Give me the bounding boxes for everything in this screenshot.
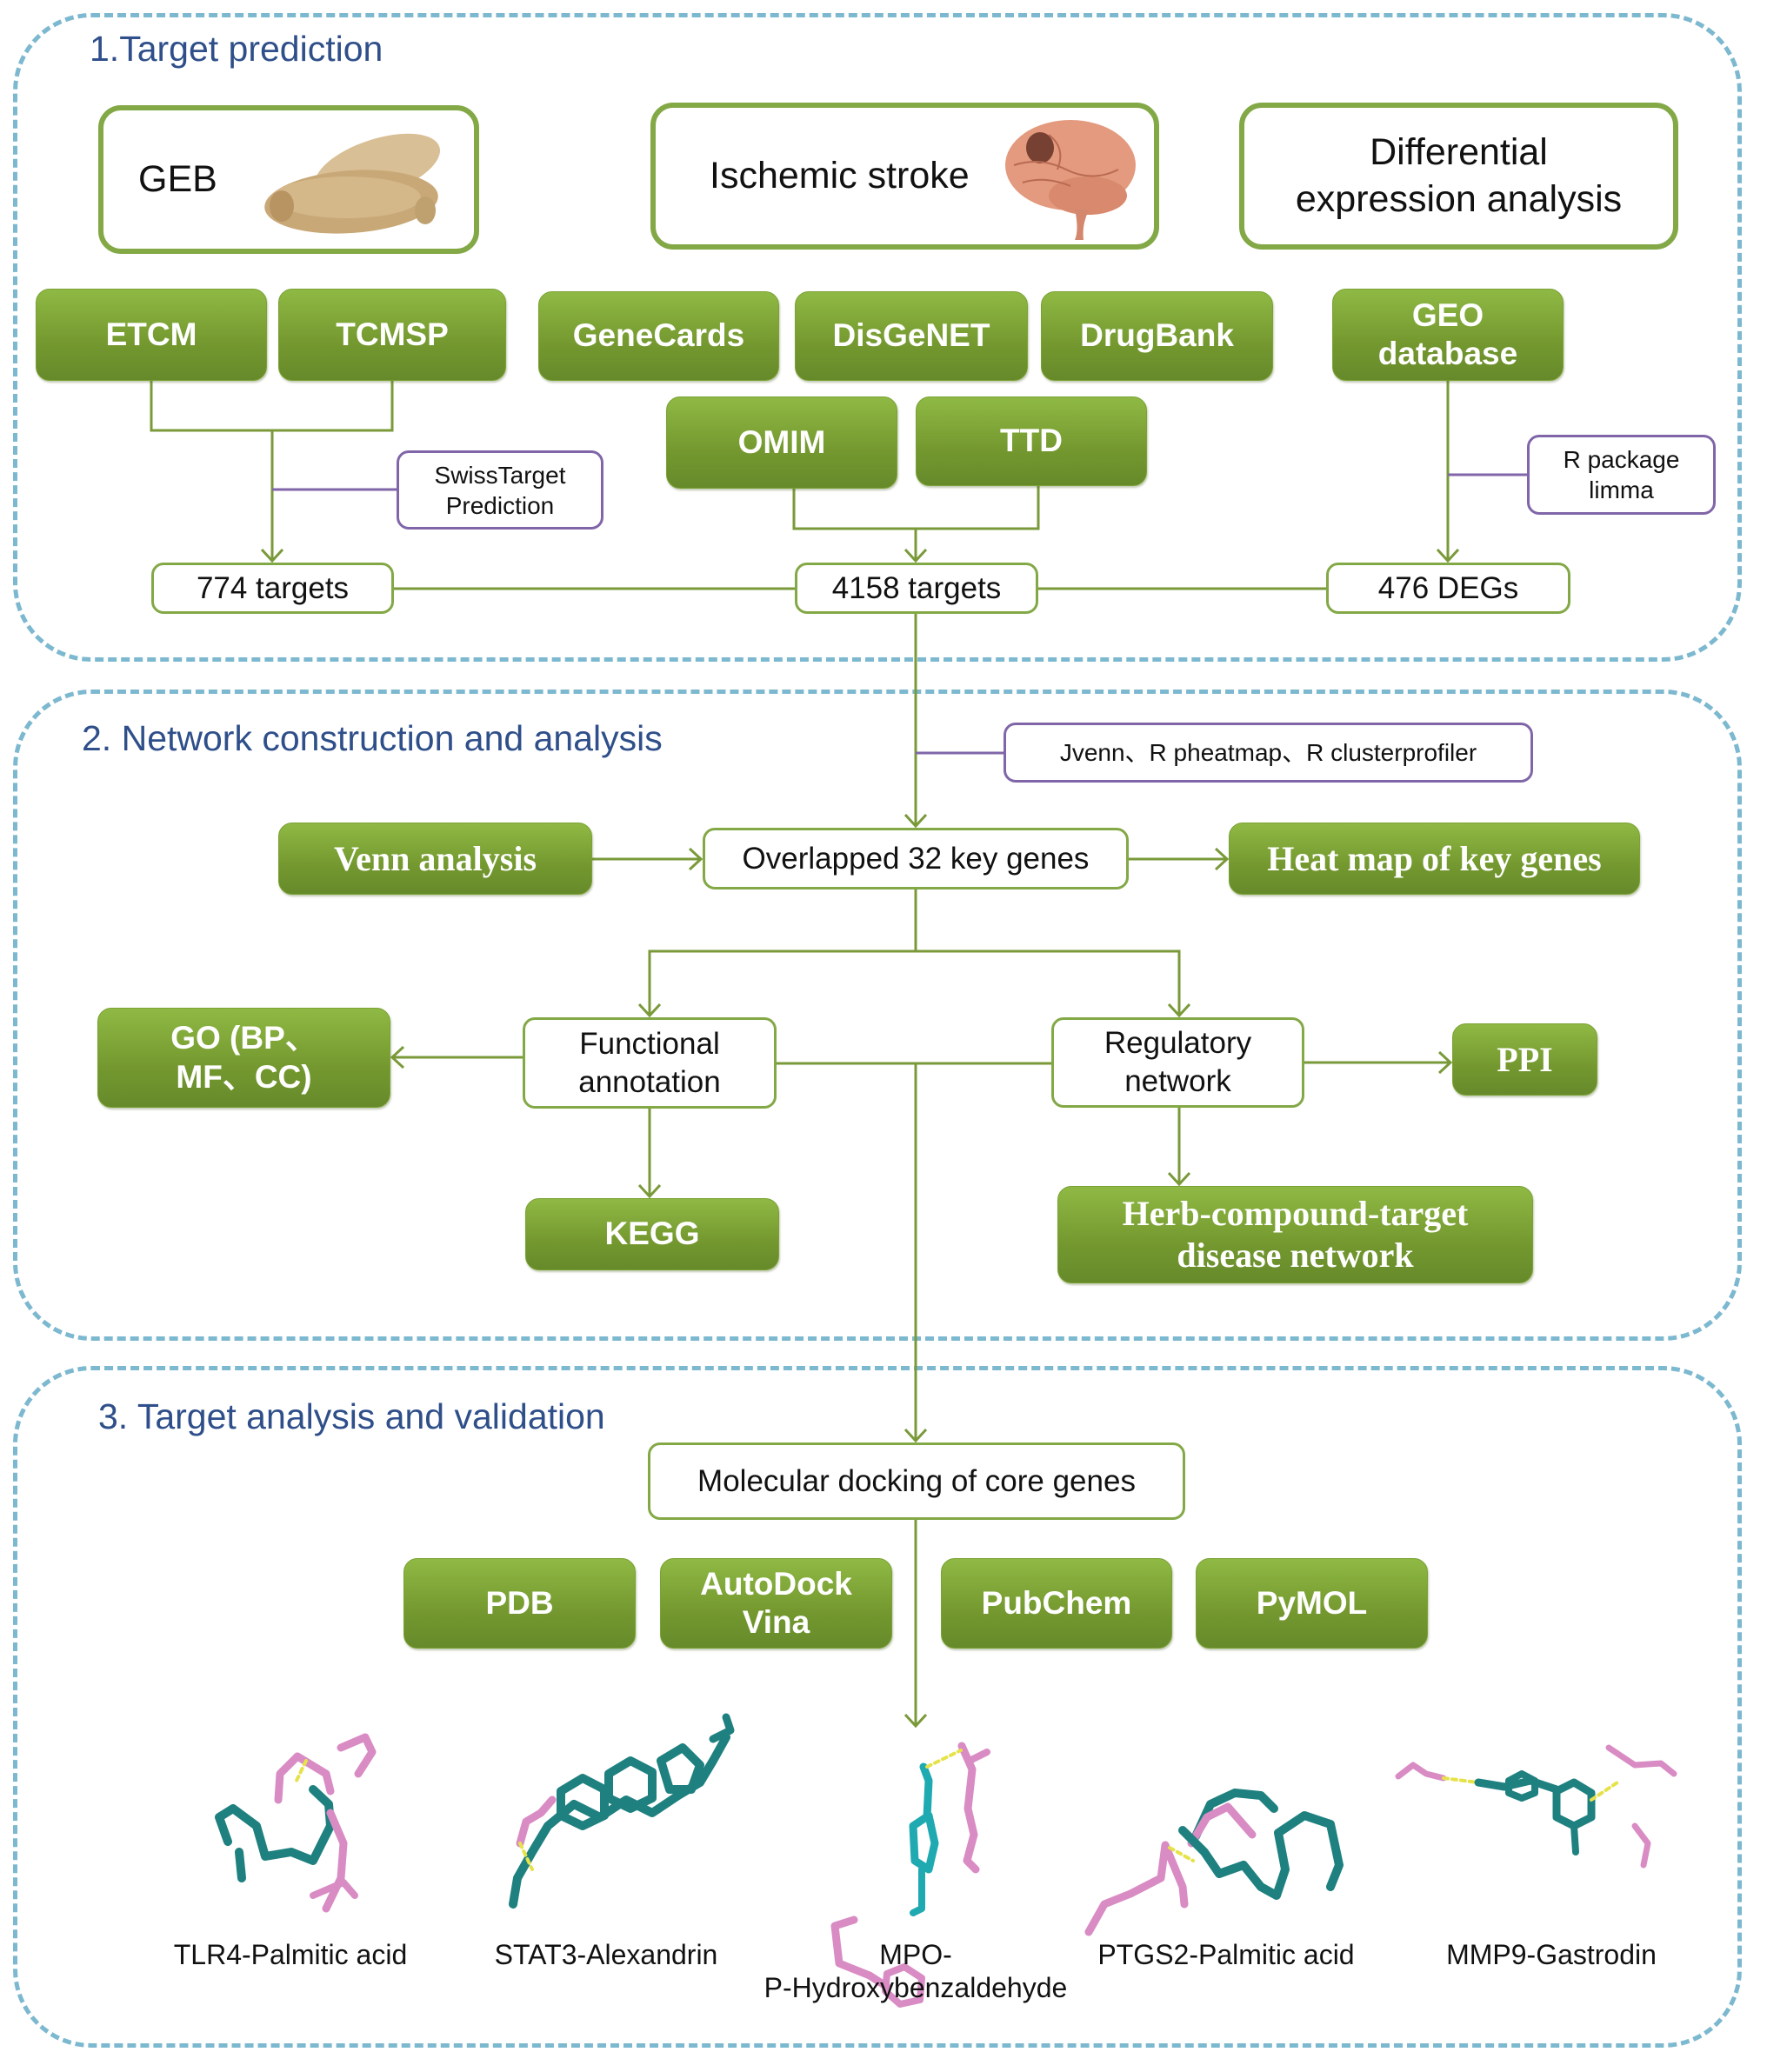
db-etcm: ETCM (36, 289, 267, 381)
step-ppi: PPI (1452, 1023, 1597, 1096)
tool-pdb: PDB (403, 1558, 636, 1649)
docking-mmp9-gastrodin-icon (1395, 1744, 1677, 1869)
db-omim: OMIM (666, 396, 897, 489)
step-molecular-docking: Molecular docking of core genes (648, 1442, 1185, 1520)
docking-stat3-alexandrin-icon (509, 1713, 735, 1909)
herb-rhizome-icon (264, 133, 441, 234)
step-overlapped-genes: Overlapped 32 key genes (703, 828, 1129, 889)
tool-pymol: PyMOL (1196, 1558, 1428, 1649)
tool-swisstarget: SwissTarget Prediction (397, 450, 603, 530)
geb-label: GEB (138, 157, 217, 200)
source-differential-expression: Differential expression analysis (1239, 103, 1678, 250)
brain-icon (1005, 120, 1136, 240)
complex-label-stat3: STAT3-Alexandrin (494, 1939, 718, 1970)
complex-label-mmp9: MMP9-Gastrodin (1446, 1939, 1657, 1970)
result-herb-targets: 774 targets (151, 563, 394, 614)
db-geo: GEO database (1332, 289, 1564, 381)
result-disease-targets: 4158 targets (795, 563, 1038, 614)
tool-autodock-vina: AutoDock Vina (660, 1558, 892, 1649)
step-herb-compound-network: Herb-compound-target disease network (1057, 1186, 1533, 1283)
step-venn-analysis: Venn analysis (278, 823, 592, 895)
step-functional-annotation: Functional annotation (523, 1017, 777, 1109)
stroke-label: Ischemic stroke (710, 154, 970, 197)
db-genecards: GeneCards (538, 291, 779, 381)
tool-limma: R package limma (1527, 435, 1716, 515)
docking-tlr4-palmitic-acid-icon (215, 1733, 377, 1913)
complex-label-mpo: MPO- P-Hydroxybenzaldehyde (763, 1939, 1068, 2004)
section-target-validation (13, 1366, 1742, 2048)
connector-overlap-split (650, 889, 917, 1016)
docking-mpo-hydroxybenzaldehyde-icon (830, 1742, 990, 2008)
source-geb: GEB (98, 105, 479, 254)
tool-jvenn-pheatmap-clusterprofiler: Jvenn、R pheatmap、R clusterprofiler (1004, 723, 1533, 783)
step-go: GO (BP、MF、CC) (97, 1008, 390, 1108)
section-title-2: 2. Network construction and analysis (82, 718, 663, 758)
db-drugbank: DrugBank (1041, 291, 1273, 381)
section-title-3: 3. Target analysis and validation (98, 1396, 605, 1436)
step-kegg: KEGG (525, 1198, 779, 1270)
complex-label-tlr4: TLR4-Palmitic acid (173, 1939, 408, 1970)
section-title-1: 1.Target prediction (90, 29, 383, 69)
section-target-prediction (13, 13, 1742, 662)
tool-pubchem: PubChem (941, 1558, 1172, 1649)
dea-label: Differential expression analysis (1295, 130, 1623, 220)
result-degs: 476 DEGs (1326, 563, 1570, 614)
connector-to-regulatory (916, 949, 1179, 1016)
docking-ptgs2-palmitic-acid-icon (1084, 1789, 1344, 1936)
step-regulatory-network: Regulatory network (1051, 1017, 1304, 1108)
db-disgenet: DisGeNET (795, 291, 1028, 381)
step-heat-map: Heat map of key genes (1229, 823, 1640, 895)
source-ischemic-stroke: Ischemic stroke (650, 103, 1159, 250)
section-network-analysis (13, 690, 1742, 1341)
complex-label-ptgs2: PTGS2-Palmitic acid (1097, 1939, 1355, 1970)
db-ttd: TTD (916, 396, 1147, 486)
db-tcmsp: TCMSP (278, 289, 506, 381)
